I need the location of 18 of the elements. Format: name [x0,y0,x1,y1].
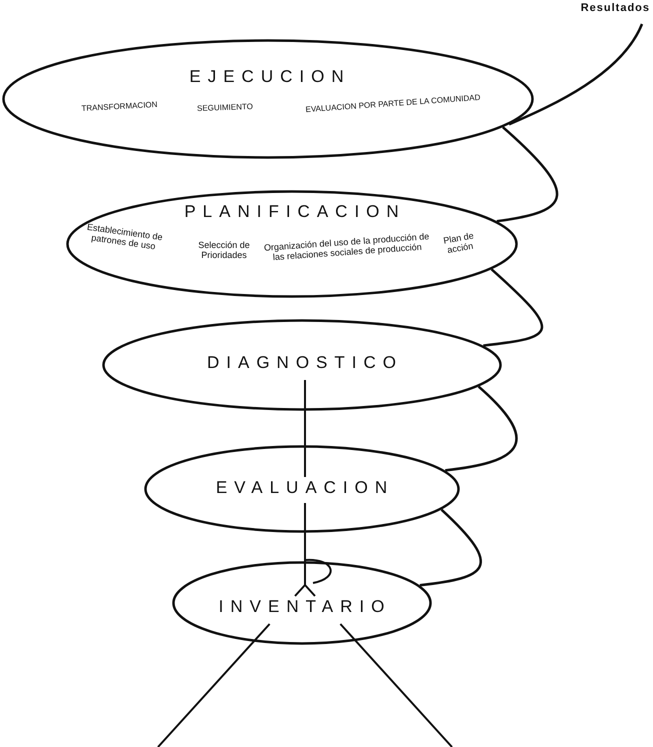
spiral-line [420,508,482,586]
stage-title: INVENTARIO [218,598,392,617]
spiral-line [496,126,558,222]
stage-activity: Plan de acción [442,230,476,258]
stage-activity: SEGUIMIENTO [196,102,254,114]
stage-activity: Organización del uso de la producción de las relaciones sociales de producción [262,232,431,264]
spiral-line [508,23,644,126]
stage-title: PLANIFICACION [183,203,407,222]
stage-activity: TRANSFORMACION [80,100,159,115]
stage-activity: Selección de Prioridades [197,241,251,261]
stage-title: DIAGNOSTICO [206,354,404,373]
spiral-line [483,268,543,347]
spiral-line [445,386,518,472]
stage-title: EVALUACION [214,479,396,498]
stage-title: EJECUCION [188,68,352,87]
result-label: Resultados [560,2,650,14]
stage-activity: EVALUACION POR PARTE DE LA COMUNIDAD [304,92,482,116]
stage-activity: Establecimiento de patrones de uso [85,221,164,254]
